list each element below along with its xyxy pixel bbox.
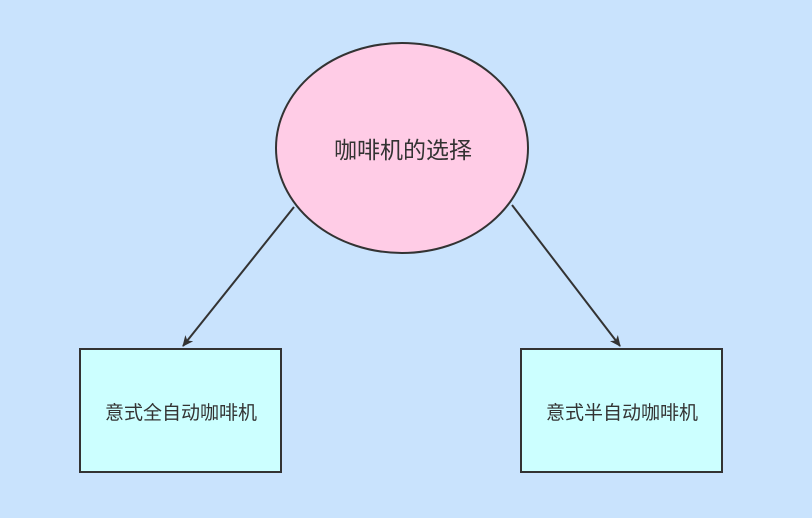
left-node-label: 意式全自动咖啡机 (104, 401, 257, 424)
left-node-box (79, 348, 282, 473)
edge-root-to-left (182, 206, 295, 347)
edge-root-to-right (511, 204, 621, 347)
root-node-label: 咖啡机的选择 (334, 138, 472, 164)
right-node-box (520, 348, 723, 473)
root-node-ellipse (275, 42, 529, 254)
right-node-label: 意式半自动咖啡机 (545, 401, 698, 424)
